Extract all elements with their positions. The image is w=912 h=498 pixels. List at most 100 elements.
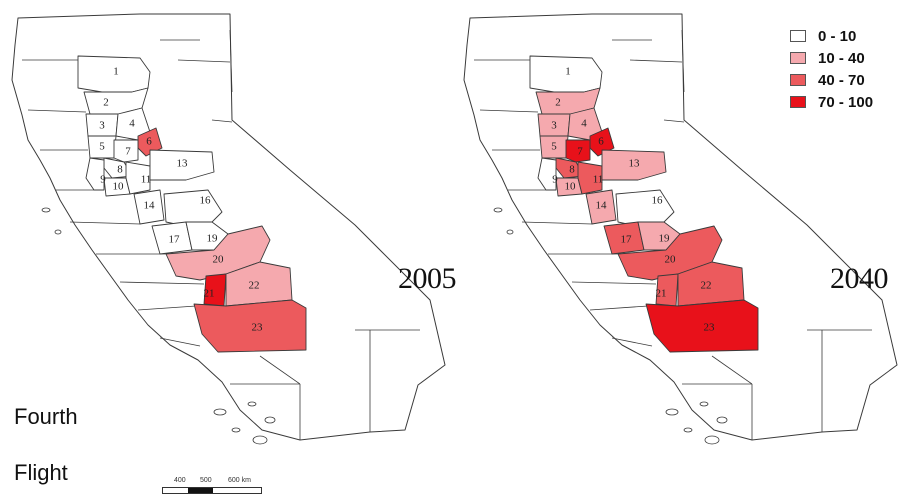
region-label-9: 9 <box>100 174 106 186</box>
legend-item: 40 - 70 <box>790 69 873 91</box>
county-boundary <box>589 305 649 311</box>
region-label-16: 16 <box>200 195 212 207</box>
island <box>493 207 503 213</box>
region-11 <box>125 161 151 195</box>
island <box>699 401 709 407</box>
island <box>231 427 241 433</box>
region-group <box>77 55 307 353</box>
region-label-17: 17 <box>621 234 633 246</box>
region-20 <box>165 225 271 281</box>
region-label-6: 6 <box>146 136 152 148</box>
region-7 <box>565 139 591 163</box>
island <box>54 229 62 235</box>
county-boundary <box>663 119 685 123</box>
region-label-5: 5 <box>551 141 557 153</box>
region-22 <box>677 261 745 307</box>
region-label-7: 7 <box>577 146 583 158</box>
region-13 <box>149 149 215 181</box>
region-9 <box>85 157 105 191</box>
county-boundary <box>137 305 197 311</box>
county-boundary <box>611 337 653 347</box>
county-boundary <box>259 355 301 385</box>
legend-item: 0 - 10 <box>790 25 873 47</box>
region-label-8: 8 <box>117 164 123 176</box>
legend-label: 70 - 100 <box>818 93 874 111</box>
map-year-label-2005: 2005 <box>398 262 457 295</box>
county-boundary <box>211 119 233 123</box>
region-label-3: 3 <box>99 120 105 132</box>
county-boundary <box>177 59 231 63</box>
island <box>264 416 276 424</box>
region-label-17: 17 <box>169 234 181 246</box>
legend-swatch <box>790 74 806 86</box>
scale-bar-body <box>162 487 262 494</box>
island <box>213 408 227 416</box>
county-boundary <box>629 59 683 63</box>
county-boundary <box>69 221 141 225</box>
region-label-22: 22 <box>701 280 712 292</box>
region-11 <box>577 161 603 195</box>
region-label-23: 23 <box>252 322 264 334</box>
region-13 <box>601 149 667 181</box>
region-label-5: 5 <box>99 141 105 153</box>
legend-swatch <box>790 96 806 108</box>
county-boundary <box>27 109 87 113</box>
region-23 <box>193 299 307 353</box>
legend: 0 - 10 10 - 40 40 - 70 70 - 100 <box>790 25 873 113</box>
county-boundary <box>521 221 593 225</box>
island <box>41 207 51 213</box>
region-label-10: 10 <box>113 181 125 193</box>
county-boundary <box>159 337 201 347</box>
county-boundary <box>229 29 233 93</box>
region-7 <box>113 139 139 163</box>
county-boundary <box>681 29 685 93</box>
scale-bar: 400 500 600 km <box>162 477 282 497</box>
legend-swatch <box>790 30 806 42</box>
region-label-2: 2 <box>103 97 109 109</box>
region-16 <box>163 189 223 231</box>
island <box>252 435 268 445</box>
region-label-22: 22 <box>249 280 260 292</box>
region-label-6: 6 <box>598 136 604 148</box>
legend-item: 70 - 100 <box>790 91 873 113</box>
island <box>247 401 257 407</box>
island <box>665 408 679 416</box>
region-label-23: 23 <box>704 322 716 334</box>
region-16 <box>615 189 675 231</box>
region-20 <box>617 225 723 281</box>
region-label-21: 21 <box>656 288 667 300</box>
legend-label: 10 - 40 <box>818 49 865 67</box>
scale-label: 600 km <box>228 477 251 484</box>
state-outline <box>11 13 446 441</box>
region-9 <box>537 157 557 191</box>
region-label-3: 3 <box>551 120 557 132</box>
scale-bar-segment <box>188 488 213 493</box>
island <box>716 416 728 424</box>
county-boundary <box>479 109 539 113</box>
region-label-13: 13 <box>177 158 189 170</box>
region-label-1: 1 <box>113 66 119 78</box>
region-label-7: 7 <box>125 146 131 158</box>
region-label-10: 10 <box>565 181 577 193</box>
region-label-14: 14 <box>144 200 156 212</box>
island <box>683 427 693 433</box>
island <box>704 435 720 445</box>
region-label-4: 4 <box>129 118 135 130</box>
side-text-flight: Flight <box>14 460 68 485</box>
county-boundary <box>571 281 657 285</box>
region-group <box>529 55 759 353</box>
region-label-1: 1 <box>565 66 571 78</box>
region-label-4: 4 <box>581 118 587 130</box>
region-label-14: 14 <box>596 200 608 212</box>
region-label-11: 11 <box>141 174 152 186</box>
region-label-11: 11 <box>593 174 604 186</box>
legend-label: 40 - 70 <box>818 71 865 89</box>
region-22 <box>225 261 293 307</box>
region-14 <box>585 189 617 225</box>
region-23 <box>645 299 759 353</box>
region-label-20: 20 <box>665 254 677 266</box>
region-label-19: 19 <box>207 233 219 245</box>
